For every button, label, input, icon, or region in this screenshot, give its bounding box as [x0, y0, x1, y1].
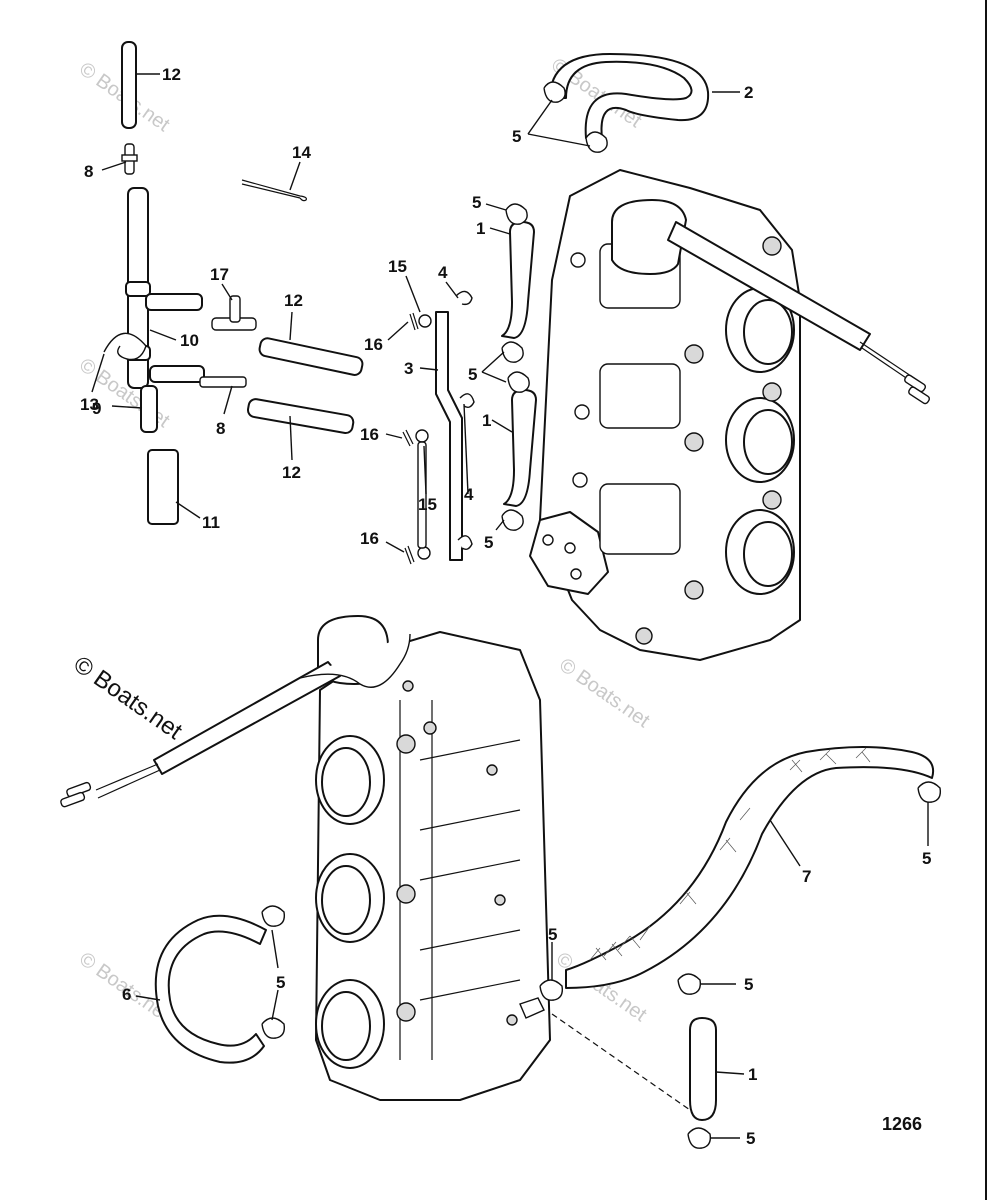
- leader-lines: [91, 73, 929, 1139]
- clip-4-bottom: [457, 535, 473, 551]
- hose-1-lower: [689, 1017, 717, 1121]
- callout-1-upper: 1: [476, 219, 485, 238]
- upper-primer-valve: [611, 199, 687, 275]
- hose-7-braided: [565, 746, 934, 989]
- filter-9: [140, 385, 158, 433]
- fitting-8-lower: [199, 376, 247, 388]
- callout-13: 13: [80, 395, 99, 414]
- clamp-5-hose7-right: [917, 781, 942, 803]
- callout-9: 9: [92, 399, 101, 418]
- callout-15-top: 15: [388, 257, 407, 276]
- fuel-fitting-assembly: [103, 41, 364, 525]
- callout-15-mid: 15: [418, 495, 437, 514]
- washer-15-bottom: [417, 546, 431, 560]
- pin-16-top: [409, 312, 419, 331]
- hose-1-middle: [503, 389, 537, 507]
- callout-7: 7: [802, 867, 811, 886]
- dashed-connection-line: [551, 1013, 691, 1111]
- clamp-5-lower-top: [677, 973, 702, 995]
- washer-15-top: [418, 314, 432, 328]
- callout-1-lower: 1: [748, 1065, 757, 1084]
- callout-5-hose7-left: 5: [548, 925, 557, 944]
- hose-6: [154, 914, 267, 1064]
- callout-5-upper: 5: [472, 193, 481, 212]
- pin-16-bottom: [404, 545, 415, 565]
- callout-5-hose2: 5: [512, 127, 521, 146]
- callout-8-lower: 8: [216, 419, 225, 438]
- hose-12-middle: [258, 337, 364, 376]
- callout-16-mid: 16: [360, 425, 379, 444]
- callout-5-bottom: 5: [746, 1129, 755, 1148]
- upper-hoses: [501, 53, 710, 531]
- callout-10: 10: [180, 331, 199, 350]
- clamp-5-c: [507, 371, 530, 393]
- callout-5-middle: 5: [468, 365, 477, 384]
- page-border: [985, 0, 993, 1200]
- tee-branch-upper: [145, 293, 203, 311]
- callout-1-middle: 1: [482, 411, 491, 430]
- clamp-5-hose2-top: [543, 81, 566, 103]
- clamp-5-d: [501, 509, 524, 531]
- callout-16-top: 16: [364, 335, 383, 354]
- callout-3: 3: [404, 359, 413, 378]
- hose-1-upper: [501, 221, 535, 339]
- callout-16-bottom: 16: [360, 529, 379, 548]
- clamp-5-hose6-bottom: [261, 1017, 286, 1039]
- link-rod-15: [417, 441, 427, 549]
- clamp-5-hose6-top: [261, 905, 286, 927]
- lower-harness-tube: [153, 661, 341, 775]
- lower-carburetor-block: [60, 615, 551, 1101]
- clamp-5-b: [501, 341, 524, 363]
- linkage-assembly: [402, 290, 475, 565]
- lower-hoses: [154, 746, 942, 1149]
- upper-harness-tube: [667, 221, 871, 351]
- hose-12-top: [121, 41, 137, 129]
- clamp-5-hose2-bottom: [585, 131, 608, 153]
- cotter-pin-14: [241, 179, 307, 202]
- callout-12-middle: 12: [284, 291, 303, 310]
- callout-14: 14: [292, 143, 311, 162]
- link-rod-3: [435, 311, 463, 561]
- callout-2: 2: [744, 83, 753, 102]
- clip-4-top: [455, 290, 473, 306]
- callout-12-top: 12: [162, 65, 181, 84]
- clamp-5-hose7-left: [539, 979, 564, 1001]
- callout-12-lower: 12: [282, 463, 301, 482]
- clamp-5-a: [505, 203, 528, 225]
- clip-4-mid: [459, 393, 475, 409]
- callout-11: 11: [202, 513, 220, 532]
- callout-labels: 12 8 14 17 12 10 13 9 8 12 11 15 4 16 3 …: [80, 65, 931, 1148]
- upper-carburetor-block: [529, 169, 931, 661]
- drawing-number: 1266: [882, 1114, 922, 1134]
- callout-17: 17: [210, 265, 229, 284]
- washer-15-mid: [415, 429, 429, 443]
- watermark-large: © Boats.net: [69, 651, 188, 745]
- watermark-5: © Boats.net: [555, 654, 654, 732]
- callout-5-hose6: 5: [276, 973, 285, 992]
- tube-11: [147, 449, 179, 525]
- callout-6: 6: [122, 985, 131, 1004]
- callout-8-top: 8: [84, 162, 93, 181]
- callout-5-lower-right: 5: [744, 975, 753, 994]
- callout-4-top: 4: [438, 263, 448, 282]
- hose-12-lower: [246, 398, 355, 435]
- clip-13: [103, 332, 147, 361]
- pin-16-mid: [402, 429, 414, 447]
- tee-branch-lower: [149, 365, 205, 383]
- callout-5-hose7-right: 5: [922, 849, 931, 868]
- clamp-5-lower-bottom: [687, 1127, 712, 1149]
- callout-5-lower-upper: 5: [484, 533, 493, 552]
- callout-4-mid: 4: [464, 485, 474, 504]
